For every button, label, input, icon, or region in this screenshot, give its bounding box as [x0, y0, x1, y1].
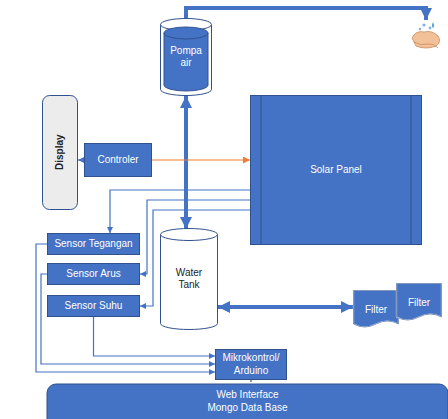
node-label: Web Interface	[216, 389, 278, 402]
filter-document: Filter	[396, 283, 442, 323]
node-label: Sensor Arus	[66, 268, 120, 281]
connector	[218, 305, 353, 309]
sensor-box: Sensor Arus	[47, 263, 140, 285]
process-box: Controler	[84, 143, 152, 177]
database-band: Web InterfaceMongo Data Base	[47, 384, 448, 419]
node-label: Controler	[97, 154, 138, 167]
solar-panel-box: Solar Panel	[250, 95, 422, 245]
node-label: Mikrokontrol/ Arduino	[219, 352, 283, 377]
outflow-pipe	[186, 8, 426, 20]
connector	[251, 380, 252, 384]
node-label: Sensor Tegangan	[54, 238, 132, 251]
display-box: Display	[42, 95, 78, 210]
node-label: Pompa air	[168, 45, 204, 70]
hand-washing-icon	[412, 22, 440, 48]
controller-box: Mikrokontrol/ Arduino	[215, 349, 287, 380]
pump-cylinder: Pompa air	[160, 18, 212, 96]
connector	[184, 96, 188, 229]
node-label: Solar Panel	[310, 164, 362, 177]
connector	[78, 159, 84, 160]
node-label: Mongo Data Base	[207, 402, 287, 415]
node-label: Filter	[408, 297, 430, 310]
sensor-box: Sensor Tegangan	[47, 233, 140, 255]
node-label: Water Tank	[169, 267, 209, 292]
filter-document: Filter	[353, 290, 399, 330]
node-label: Filter	[365, 304, 387, 317]
node-label: Display	[54, 135, 67, 171]
node-label: Sensor Suhu	[65, 300, 123, 313]
tank-cylinder: Water Tank	[160, 228, 218, 330]
sensor-box: Sensor Suhu	[47, 295, 140, 317]
connector	[152, 160, 250, 161]
connector	[110, 190, 250, 233]
